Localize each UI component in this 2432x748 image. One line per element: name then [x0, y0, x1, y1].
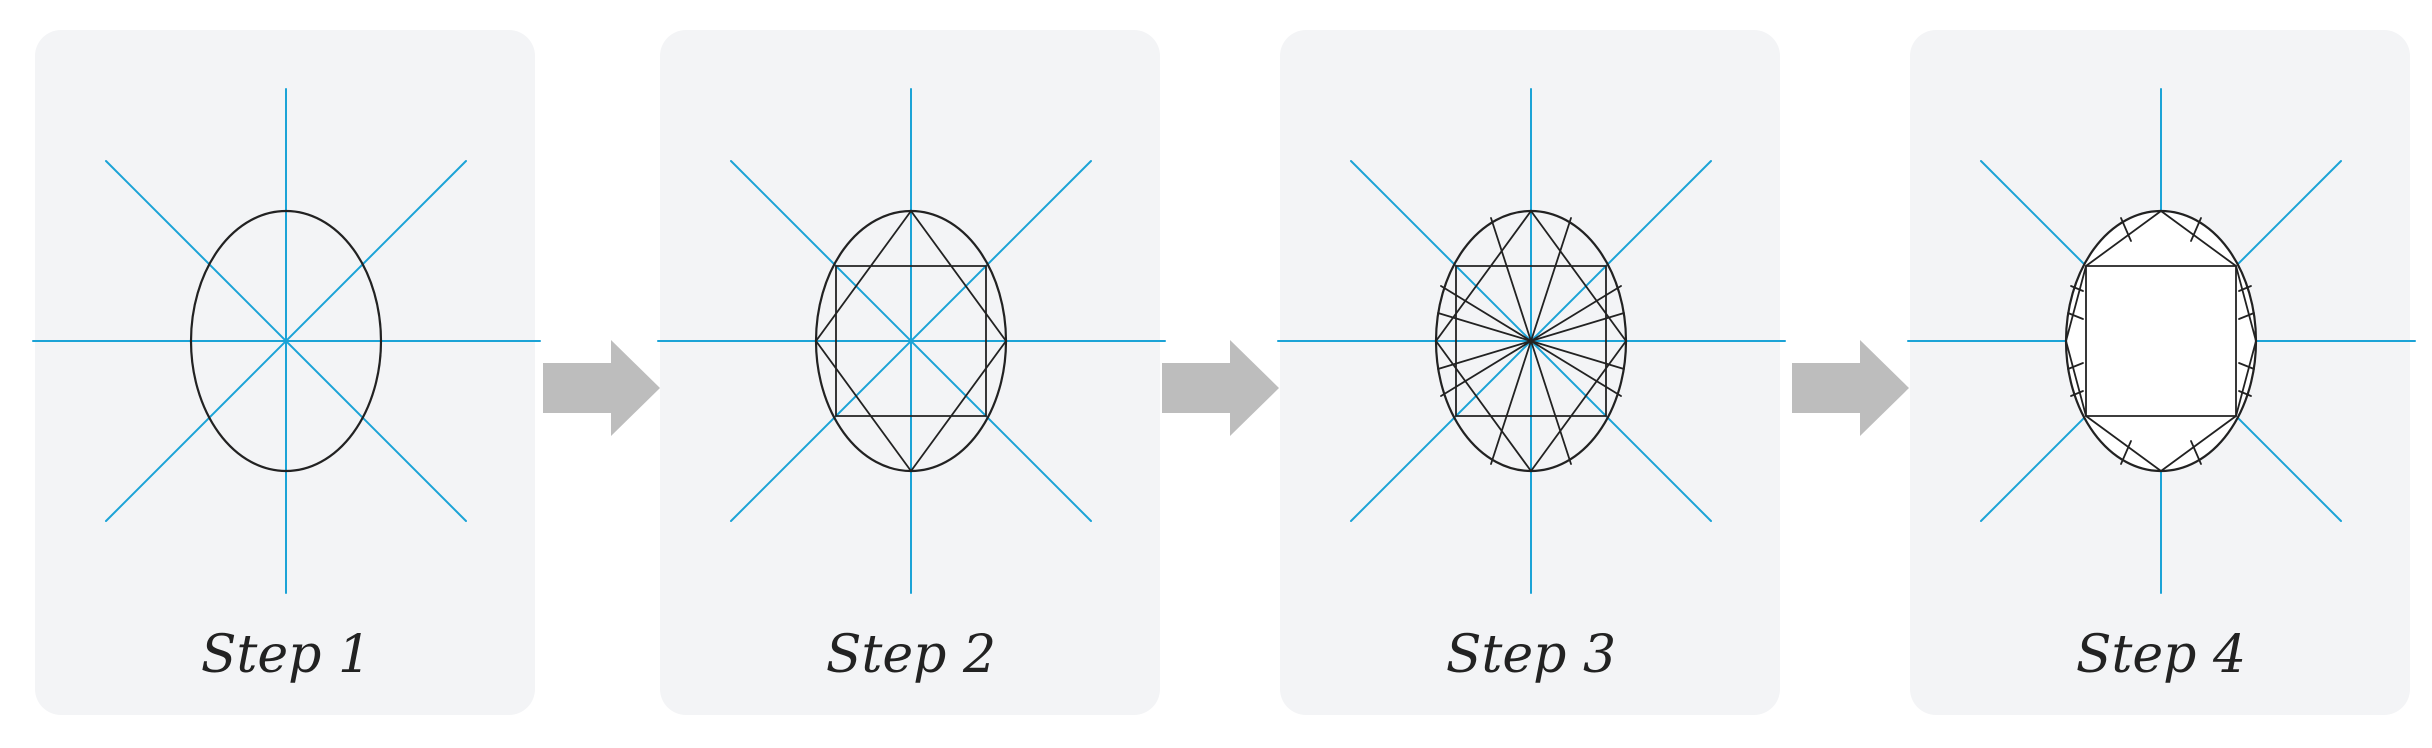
- facet-ray: [1490, 340, 1532, 465]
- facet-line: [2235, 340, 2257, 417]
- step-panel-4: Step 4: [1907, 30, 2416, 715]
- step-panel-2: Step 2: [657, 30, 1166, 715]
- facet-ray: [1530, 312, 1625, 342]
- girdle-tick: [2190, 440, 2202, 465]
- right-arrow-icon: [1792, 340, 1909, 436]
- facet-ray: [1440, 340, 1532, 397]
- girdle-tick: [2238, 312, 2255, 320]
- step-panel-1: Step 1: [32, 30, 541, 715]
- facet-line: [2065, 265, 2087, 342]
- kite-outline: [814, 209, 1008, 473]
- right-arrow-icon: [543, 340, 660, 436]
- girdle-tick: [2070, 390, 2084, 397]
- guide-lines: [32, 88, 541, 594]
- gem-outline: [189, 209, 383, 473]
- facet-ray: [1530, 340, 1625, 370]
- step-panel-3: Step 3: [1277, 30, 1786, 715]
- kite-outline: [1434, 209, 1628, 473]
- facet-ray: [1530, 340, 1622, 397]
- oval-gem: [814, 209, 1008, 473]
- guide-lines: [657, 88, 1166, 594]
- step-label: Step 4: [2076, 625, 2246, 685]
- gem-outline: [2064, 209, 2258, 473]
- diagonal-guide-line: [730, 160, 1092, 522]
- girdle-tick: [2238, 390, 2252, 397]
- step-label: Step 1: [201, 625, 371, 685]
- table-outline: [835, 265, 987, 417]
- facet-line: [2235, 265, 2257, 342]
- facet-ray: [1530, 340, 1572, 465]
- girdle-tick: [2120, 440, 2132, 465]
- right-arrow-icon: [1162, 340, 1279, 436]
- facet-ray: [1530, 285, 1622, 342]
- oval-gem: [1434, 209, 1628, 473]
- girdle-tick: [2238, 285, 2252, 292]
- girdle-tick: [2238, 362, 2255, 370]
- facet-line: [2065, 340, 2087, 417]
- facet-ray: [1530, 217, 1572, 342]
- facet-ray: [1490, 217, 1532, 342]
- girdle-tick: [2190, 217, 2202, 242]
- girdle-tick: [2120, 217, 2132, 242]
- girdle-tick: [2067, 312, 2084, 320]
- step-label: Step 2: [826, 625, 996, 685]
- facet-ray: [1437, 312, 1532, 342]
- facet-ray: [1437, 340, 1532, 370]
- girdle-tick: [2070, 285, 2084, 292]
- oval-gem: [189, 209, 383, 473]
- oval-gem: [2064, 209, 2258, 473]
- step-label: Step 3: [1446, 625, 1616, 685]
- diagonal-guide-line: [105, 160, 467, 522]
- facet-ray: [1440, 285, 1532, 342]
- girdle-tick: [2067, 362, 2084, 370]
